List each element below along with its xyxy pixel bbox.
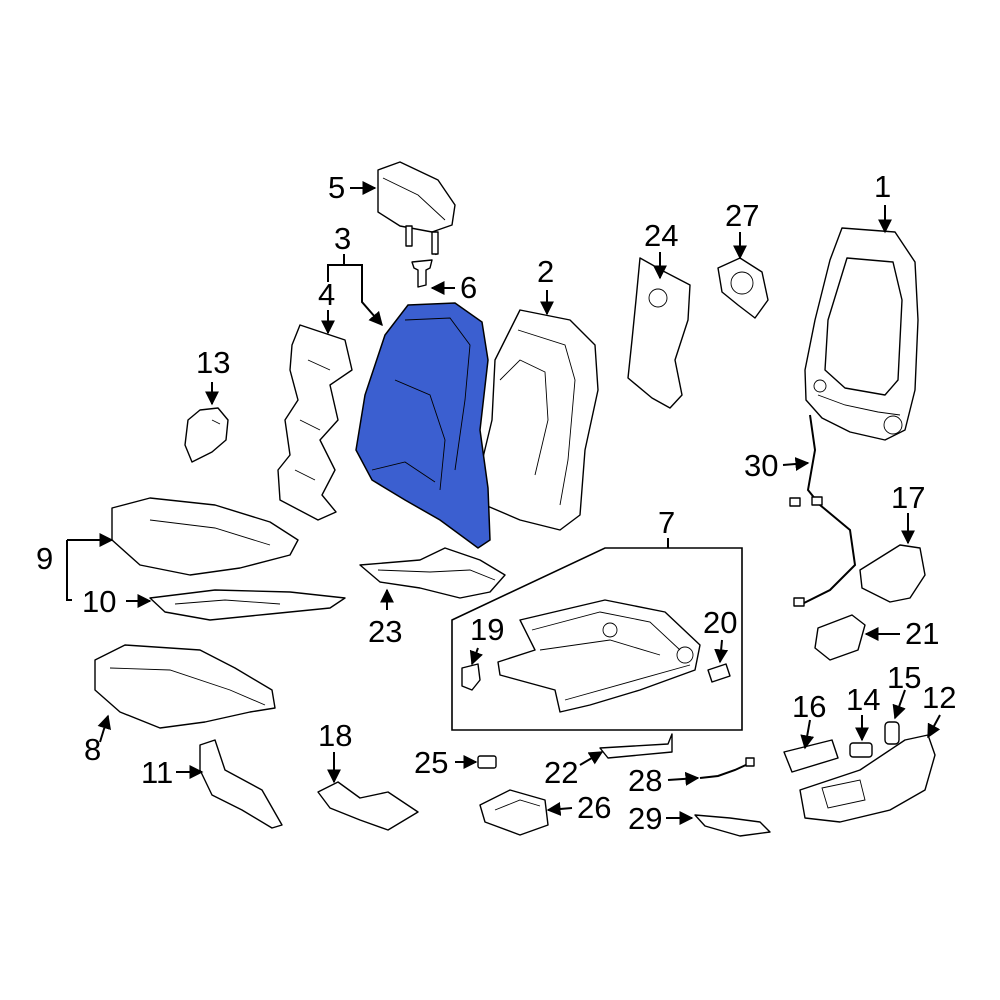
part-18-bracket[interactable] xyxy=(317,781,419,831)
callout-25: 25 xyxy=(414,745,448,780)
part-4-pad-backing[interactable] xyxy=(277,324,353,521)
callout-14: 14 xyxy=(846,682,880,717)
callout-1: 1 xyxy=(874,169,891,204)
part-13-knob[interactable] xyxy=(184,407,229,463)
part-22-trim[interactable] xyxy=(599,733,673,759)
part-14-switch[interactable] xyxy=(849,742,873,758)
callout-23: 23 xyxy=(368,614,402,649)
callout-16: 16 xyxy=(792,689,826,724)
part-17-bracket[interactable] xyxy=(859,544,926,603)
callout-28: 28 xyxy=(628,763,662,798)
part-6-headrest-guide[interactable] xyxy=(411,259,433,288)
leader-lines xyxy=(66,181,941,825)
callout-29: 29 xyxy=(628,801,662,836)
callout-27: 27 xyxy=(725,198,759,233)
callout-20: 20 xyxy=(703,605,737,640)
callout-11: 11 xyxy=(141,755,173,790)
callout-15: 15 xyxy=(887,660,921,695)
part-24-side-bracket[interactable] xyxy=(627,257,691,409)
part-12-outer-shield[interactable] xyxy=(799,734,936,823)
callout-5: 5 xyxy=(328,170,345,205)
part-26-module[interactable] xyxy=(479,789,549,836)
part-20-small-part[interactable] xyxy=(707,663,731,683)
callout-13: 13 xyxy=(196,345,230,380)
part-23-wire-frame[interactable] xyxy=(359,547,506,599)
part-30-wiring[interactable] xyxy=(789,414,857,607)
callout-24: 24 xyxy=(644,218,678,253)
part-3-seatback-pad[interactable] xyxy=(355,302,491,549)
part-27-motor[interactable] xyxy=(717,257,769,319)
callout-21: 21 xyxy=(905,616,939,651)
callout-3: 3 xyxy=(334,221,351,256)
part-3-fill xyxy=(355,302,491,549)
callout-18: 18 xyxy=(318,718,352,753)
callout-22: 22 xyxy=(544,755,578,790)
callout-12: 12 xyxy=(922,680,956,715)
callout-8: 8 xyxy=(84,732,101,767)
callout-9: 9 xyxy=(36,541,53,576)
part-25-clip[interactable] xyxy=(477,755,497,769)
callout-19: 19 xyxy=(470,612,504,647)
part-10-heater-pad[interactable] xyxy=(149,589,346,621)
callout-6: 6 xyxy=(460,270,477,305)
callout-2: 2 xyxy=(537,254,554,289)
callout-10: 10 xyxy=(82,584,116,619)
part-8-cushion-pad[interactable] xyxy=(94,644,276,729)
part-29-harness[interactable] xyxy=(694,814,771,837)
part-7-seat-adjuster[interactable] xyxy=(497,599,701,713)
part-19-bracket[interactable] xyxy=(461,663,481,691)
callout-26: 26 xyxy=(577,790,611,825)
part-16-switch[interactable] xyxy=(783,739,839,773)
part-11-side-shield[interactable] xyxy=(199,739,283,829)
part-2-seatback-cover[interactable] xyxy=(479,309,599,531)
callout-30: 30 xyxy=(744,448,778,483)
callout-7: 7 xyxy=(658,505,675,540)
callout-4: 4 xyxy=(318,277,335,312)
part-21-bracket[interactable] xyxy=(814,614,866,661)
part-7-group-box xyxy=(451,547,743,731)
part-28-harness[interactable] xyxy=(699,757,755,779)
callout-labels: 1 2 3 4 5 6 7 8 9 10 11 12 13 14 15 16 1… xyxy=(36,169,956,836)
part-5-headrest[interactable] xyxy=(377,161,456,256)
part-9-cushion-cover[interactable] xyxy=(111,497,299,576)
part-1-seatback-frame[interactable] xyxy=(804,227,919,441)
callout-17: 17 xyxy=(891,480,925,515)
part-15-switch[interactable] xyxy=(884,721,900,745)
